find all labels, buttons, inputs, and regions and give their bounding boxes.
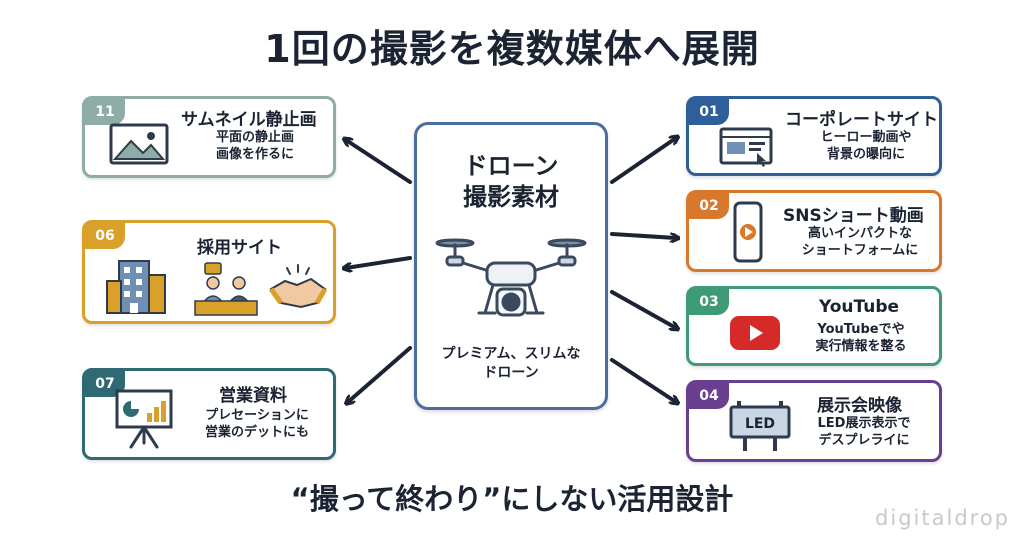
interview-meeting-icon <box>194 262 258 316</box>
card-description: YouTubeでや 実行情報を整る <box>815 322 907 354</box>
card-description: 平面の静止画 画像を作るに <box>215 130 294 162</box>
card-sns: 02 SNSショート動画 高いインパクトな ショートフォームに <box>686 190 942 272</box>
center-caption: プレミアム、スリムな ドローン <box>441 346 581 381</box>
card-title: 展示会映像 <box>817 396 902 416</box>
card-exhibit: 04 LED 展示会映像 LED展示表示で デスプレライに <box>686 380 942 462</box>
presentation-board-icon <box>115 389 173 449</box>
center-drone-card: ドローン 撮影素材 プレミアム、スリムな ドローン <box>414 122 608 410</box>
arrow-to-sns <box>610 232 676 238</box>
smartphone-video-icon <box>733 201 763 263</box>
arrow-to-youtube <box>610 290 676 328</box>
card-sales: 07 営業資料 プレセーションに 営業のデットにも <box>82 368 336 460</box>
led-label: LED <box>745 416 775 432</box>
card-description: ヒーロー動画や 背景の曝向に <box>820 130 912 162</box>
card-description: プレセーションに 営業のデットにも <box>204 408 309 440</box>
arrow-to-exhibit <box>610 358 676 402</box>
page-title: 1回の撮影を複数媒体へ展開 <box>264 27 760 71</box>
drone-icon <box>435 238 587 317</box>
card-description: LED展示表示で デスプレライに <box>817 416 911 448</box>
card-recruit: 06 採用サイト <box>82 220 336 324</box>
landscape-image-icon <box>109 123 169 165</box>
card-badge: 01 <box>689 99 729 125</box>
card-badge: 02 <box>689 193 729 219</box>
card-badge: 11 <box>85 99 125 125</box>
office-building-icon <box>106 260 166 314</box>
watermark: digitaldrop <box>875 506 1010 530</box>
card-title: 営業資料 <box>219 386 287 406</box>
arrow-to-sales <box>348 346 412 402</box>
center-title: ドローン 撮影素材 <box>463 152 559 211</box>
card-title: SNSショート動画 <box>783 206 924 226</box>
youtube-play-icon <box>730 316 780 350</box>
browser-window-icon <box>719 127 773 167</box>
card-badge: 04 <box>689 383 729 409</box>
card-title: YouTube <box>819 297 900 317</box>
card-description: 高いインパクトな ショートフォームに <box>801 226 919 258</box>
card-badge: 06 <box>85 223 125 249</box>
led-display-icon: LED <box>729 401 791 451</box>
card-corporate: 01 コーポレートサイト ヒーロー動画や 背景の曝向に <box>686 96 942 176</box>
handshake-icon <box>268 264 328 309</box>
page-subtitle: “撮って終わり”にしない活用設計 <box>290 482 734 516</box>
card-badge: 03 <box>689 289 729 315</box>
card-title: 採用サイト <box>197 238 282 258</box>
arrow-to-corporate <box>610 138 676 184</box>
arrow-to-thumbnail <box>346 140 412 184</box>
arrow-to-recruit <box>346 256 412 268</box>
card-title: サムネイル静止画 <box>181 110 317 130</box>
card-title: コーポレートサイト <box>785 110 938 130</box>
card-thumbnail: 11 サムネイル静止画 平面の静止画 画像を作るに <box>82 96 336 178</box>
card-youtube: 03 YouTube YouTubeでや 実行情報を整る <box>686 286 942 366</box>
